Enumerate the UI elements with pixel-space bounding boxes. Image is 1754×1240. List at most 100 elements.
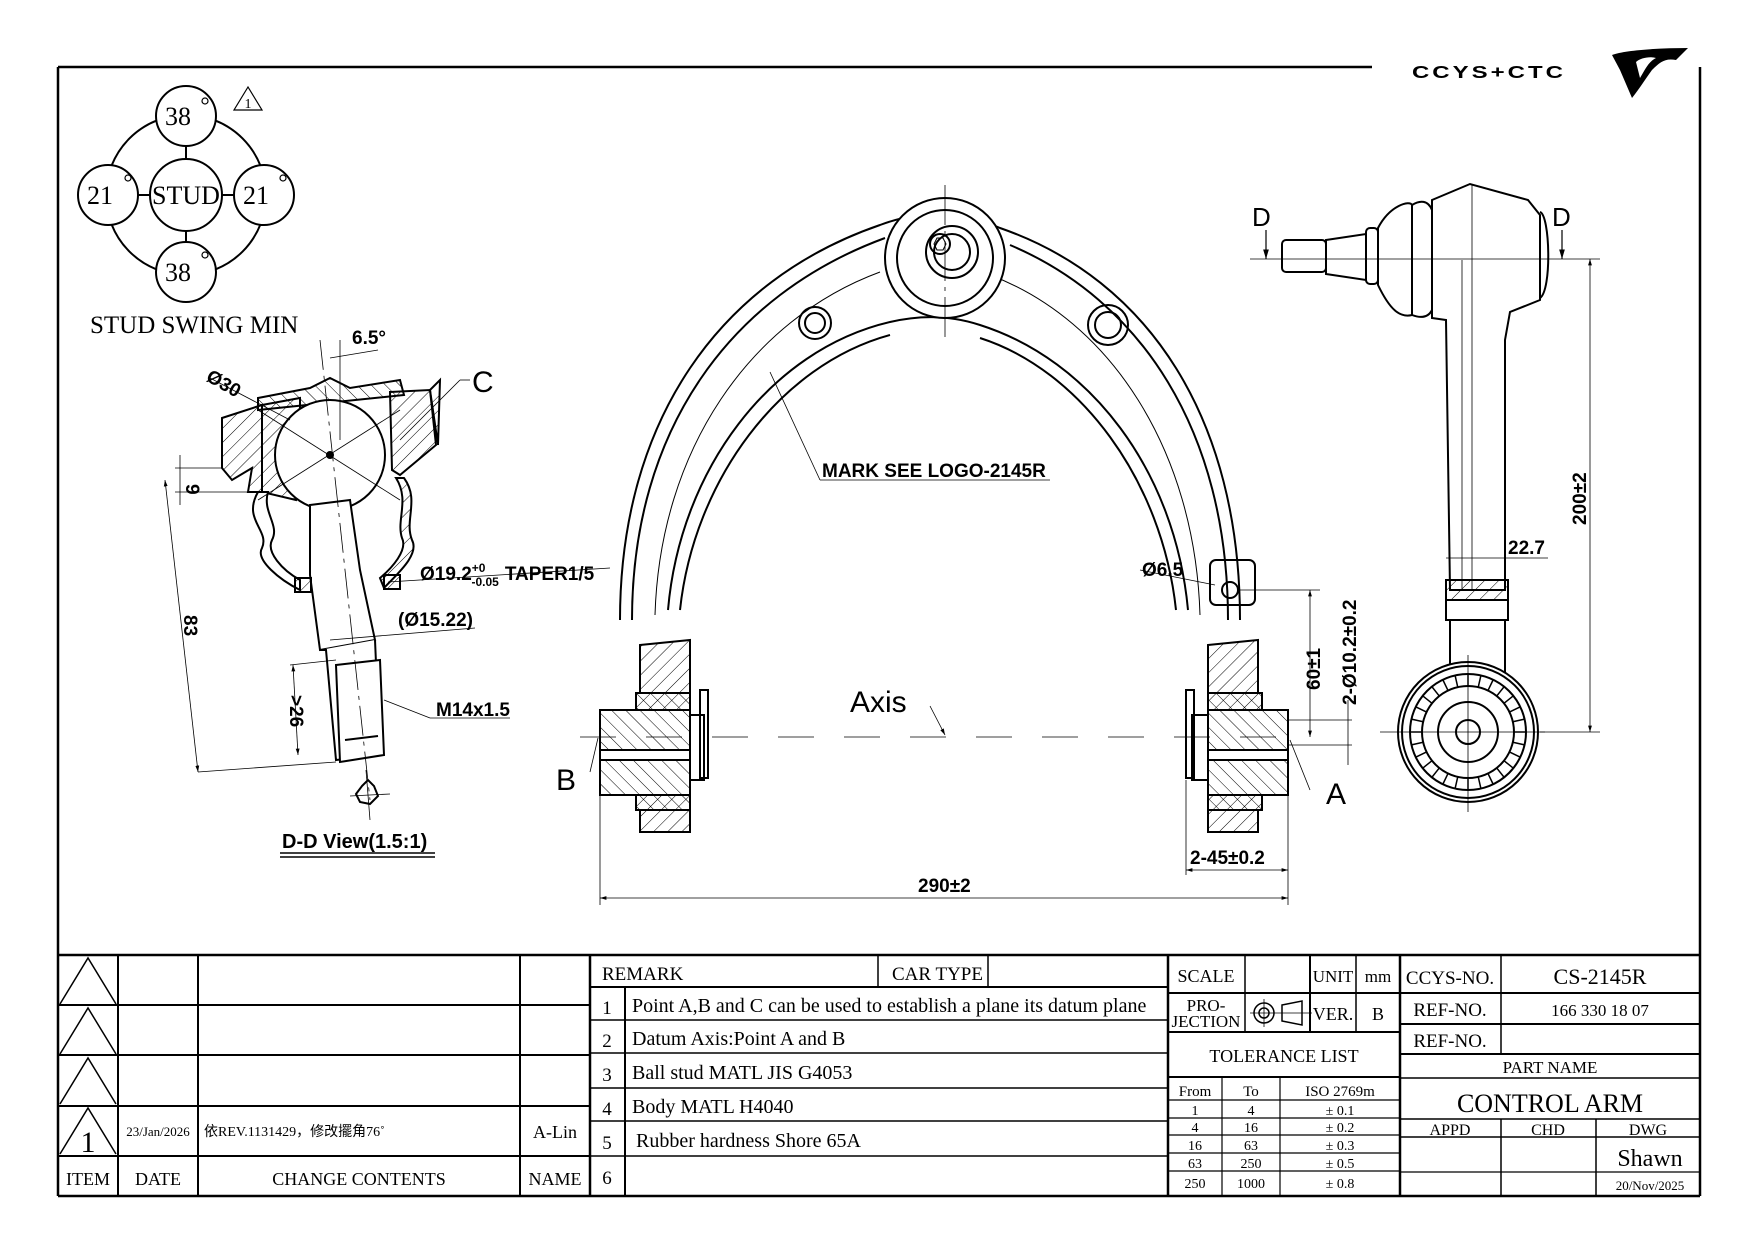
dim-width: 2-45±0.2 bbox=[1190, 848, 1265, 869]
angle-dim: 6.5° bbox=[352, 328, 386, 349]
header-item: ITEM bbox=[66, 1169, 110, 1189]
stud-label: STUD bbox=[152, 181, 220, 210]
ccys-no-value: CS-2145R bbox=[1554, 964, 1647, 989]
bearing-spoke bbox=[1503, 760, 1514, 769]
neck-dia-dim: (Ø15.22) bbox=[398, 610, 473, 631]
dim-overall: 290±2 bbox=[918, 876, 971, 897]
tol-value: ± 0.3 bbox=[1326, 1139, 1355, 1154]
stud-swing-title: STUD SWING MIN bbox=[90, 312, 298, 339]
tol-to: 63 bbox=[1244, 1139, 1258, 1154]
bearing-spoke bbox=[1503, 695, 1514, 704]
remark-text-4: Body MATL H4040 bbox=[632, 1096, 793, 1118]
side-height-dim: 200±2 bbox=[1570, 472, 1591, 525]
header-date: DATE bbox=[135, 1169, 181, 1189]
remark-no-4: 4 bbox=[602, 1099, 612, 1120]
logo-text: CCYS+CTC bbox=[1412, 63, 1566, 83]
remark-no-3: 3 bbox=[602, 1065, 612, 1086]
dwg-date: 20/Nov/2025 bbox=[1616, 1178, 1685, 1193]
bearing-spoke bbox=[1454, 776, 1459, 789]
ref-no-label-2: REF-NO. bbox=[1413, 1031, 1486, 1052]
remark-text-3: Ball stud MATL JIS G4053 bbox=[632, 1062, 852, 1084]
control-arm-side-view bbox=[1250, 182, 1600, 812]
axis-label: Axis bbox=[850, 686, 907, 719]
tol-header-to: To bbox=[1243, 1084, 1259, 1100]
remark-no-1: 1 bbox=[602, 998, 612, 1019]
revision-table: 1 23/Jan/2026 依REV.1131429，修改擺角76˚ A-Lin… bbox=[66, 1122, 582, 1189]
thread-spec: M14x1.5 bbox=[436, 700, 510, 721]
tol-from: 4 bbox=[1192, 1121, 1199, 1136]
side-width-dim: 22.7 bbox=[1508, 538, 1545, 559]
ver-label: VER. bbox=[1313, 1004, 1354, 1024]
tol-from: 16 bbox=[1188, 1139, 1202, 1154]
title-block: CCYS-NO. CS-2145R REF-NO. 166 330 18 07 … bbox=[1406, 964, 1684, 1193]
taper-text: TAPER1/5 bbox=[505, 564, 595, 585]
company-logo: CCYS+CTC bbox=[1412, 48, 1688, 98]
revision-marker: 1 bbox=[245, 97, 252, 112]
bearing-spoke bbox=[1411, 741, 1424, 746]
drawing-border bbox=[56, 65, 1702, 1198]
remark-text-1: Point A,B and C can be used to establish… bbox=[632, 995, 1146, 1017]
tol-to: 4 bbox=[1248, 1104, 1255, 1119]
dwg-value: Shawn bbox=[1617, 1146, 1682, 1172]
bearing-spoke bbox=[1477, 776, 1482, 789]
tol-value: ± 0.2 bbox=[1326, 1121, 1355, 1136]
ref-no-label-1: REF-NO. bbox=[1413, 1000, 1486, 1021]
point-a-label: A bbox=[1326, 778, 1346, 811]
bearing-spoke bbox=[1442, 679, 1449, 691]
tol-value: ± 0.5 bbox=[1326, 1157, 1355, 1172]
bearing-spoke bbox=[1442, 773, 1449, 785]
tol-value: ± 0.8 bbox=[1326, 1177, 1355, 1192]
bearing-spoke bbox=[1454, 675, 1459, 688]
remark-table: REMARK CAR TYPE 1 Point A,B and C can be… bbox=[602, 964, 1146, 1189]
remark-header: REMARK bbox=[602, 964, 684, 985]
car-type-label: CAR TYPE bbox=[892, 964, 983, 985]
swing-top-value: 38 bbox=[165, 102, 191, 131]
ref-no-value-1: 166 330 18 07 bbox=[1551, 1001, 1649, 1020]
third-angle-projection-icon bbox=[1250, 999, 1312, 1027]
tol-header-std: ISO 2769m bbox=[1305, 1084, 1375, 1100]
taper-main: Ø19.2 bbox=[420, 564, 472, 585]
ball-joint-section-view bbox=[163, 339, 611, 858]
bearing-spoke bbox=[1496, 767, 1505, 778]
dim-9: 9 bbox=[181, 484, 202, 495]
dim-60: 60±1 bbox=[1304, 647, 1325, 690]
remark-no-6: 6 bbox=[602, 1168, 612, 1189]
scale-label: SCALE bbox=[1177, 966, 1234, 986]
spec-block: SCALE UNIT mm PRO- JECTION VER. B TOLERA… bbox=[1172, 966, 1392, 1192]
view-title: D-D View(1.5:1) bbox=[282, 831, 427, 853]
tol-from: 250 bbox=[1185, 1177, 1206, 1192]
revision-change: 依REV.1131429，修改擺角76˚ bbox=[204, 1124, 385, 1140]
chd-label: CHD bbox=[1531, 1122, 1565, 1139]
tol-header-from: From bbox=[1179, 1084, 1212, 1100]
remark-text-2: Datum Axis:Point A and B bbox=[632, 1028, 845, 1050]
part-name-value: CONTROL ARM bbox=[1457, 1089, 1643, 1118]
bearing-spoke bbox=[1415, 706, 1427, 713]
taper-upper: +0 bbox=[472, 561, 486, 575]
point-b-label: B bbox=[556, 764, 576, 797]
bearing-spoke bbox=[1411, 718, 1424, 723]
projection-label-2: JECTION bbox=[1172, 1012, 1241, 1031]
remark-no-5: 5 bbox=[602, 1133, 612, 1154]
tol-from: 1 bbox=[1192, 1104, 1199, 1119]
tol-to: 1000 bbox=[1237, 1177, 1265, 1192]
ver-value: B bbox=[1372, 1004, 1384, 1024]
tol-from: 63 bbox=[1188, 1157, 1202, 1172]
revision-item: 1 bbox=[81, 1126, 96, 1159]
tolerance-rows: 1 4 ± 0.1 4 16 ± 0.2 16 63 ± 0.3 63 250 … bbox=[1185, 1104, 1355, 1192]
appd-label: APPD bbox=[1430, 1122, 1471, 1139]
bearing-spoke bbox=[1415, 751, 1427, 758]
remark-text-5: Rubber hardness Shore 65A bbox=[636, 1130, 862, 1152]
bearing-spoke bbox=[1509, 751, 1521, 758]
dwg-label: DWG bbox=[1629, 1122, 1668, 1139]
tolerance-title: TOLERANCE LIST bbox=[1209, 1046, 1358, 1066]
mark-note: MARK SEE LOGO-2145R bbox=[822, 461, 1046, 482]
section-d-right: D bbox=[1552, 202, 1571, 232]
bearing-spoke bbox=[1496, 686, 1505, 697]
bearing-spoke bbox=[1422, 760, 1433, 769]
dim-bore: 2-Ø10.2±0.2 bbox=[1340, 600, 1361, 706]
revision-date: 23/Jan/2026 bbox=[126, 1124, 190, 1139]
projection-label-1: PRO- bbox=[1187, 996, 1226, 1015]
unit-label: UNIT bbox=[1313, 967, 1354, 986]
control-arm-main-view bbox=[580, 185, 1352, 905]
